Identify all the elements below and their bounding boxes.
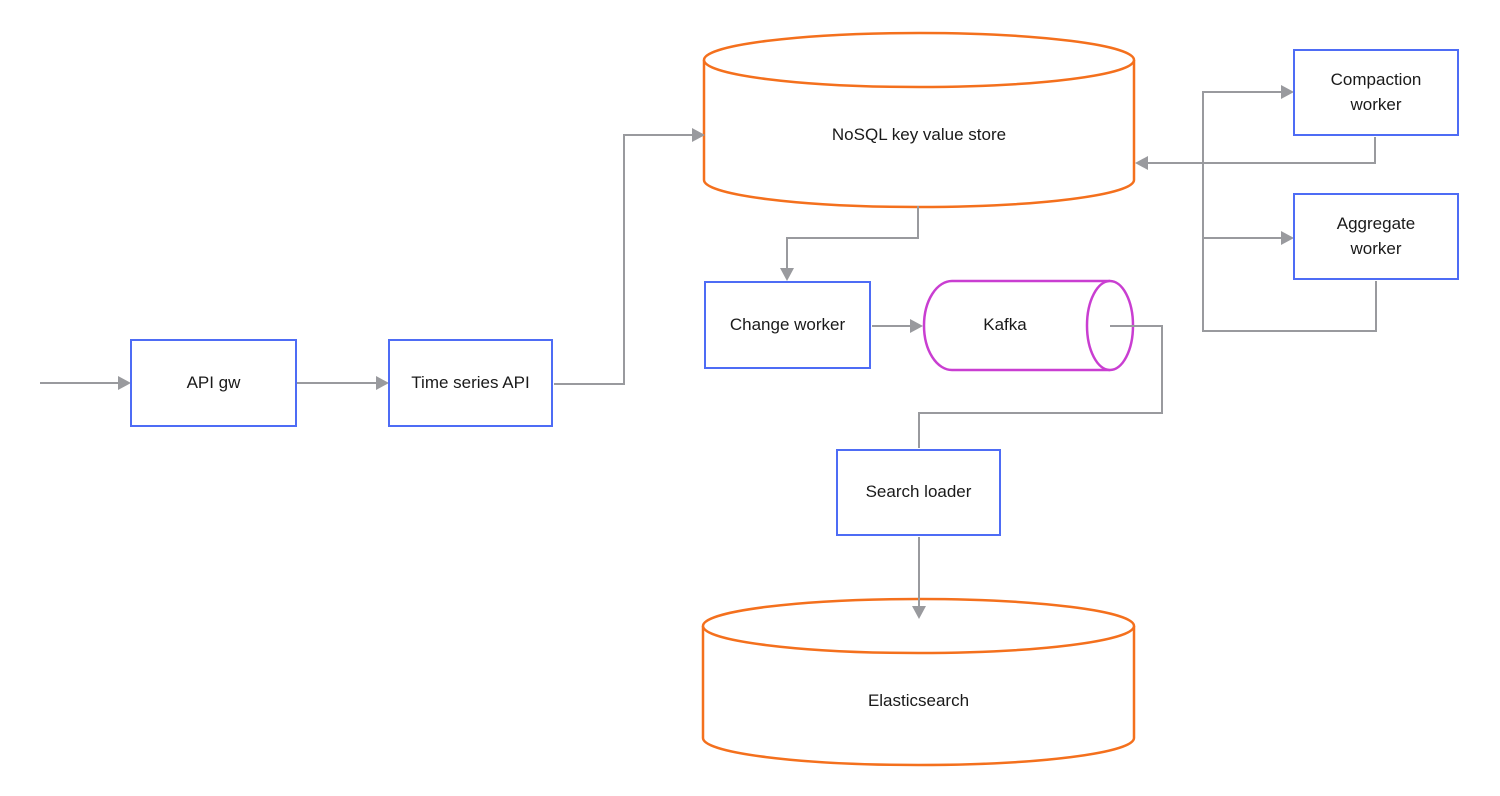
elasticsearch-cylinder-shape — [701, 597, 1136, 767]
node-aggregate-worker: Aggregate worker — [1293, 193, 1459, 280]
node-compaction-worker: Compaction worker — [1293, 49, 1459, 136]
edge-compaction-to-nosql — [1148, 137, 1376, 164]
node-api-gw-label: API gw — [186, 372, 241, 392]
kafka-cylinder-shape — [922, 279, 1135, 372]
edge-kafka-to-searchloader — [918, 325, 1163, 448]
node-change-worker-label: Change worker — [729, 314, 846, 334]
node-kafka-label: Kafka — [983, 315, 1027, 334]
arrowhead-into-elasticsearch — [912, 606, 926, 619]
arrowhead-into-nosql-right — [1135, 156, 1148, 170]
node-change-worker: Change worker — [704, 281, 871, 369]
node-time-series-api: Time series API — [388, 339, 553, 427]
arrowhead-into-apigw — [118, 376, 131, 390]
node-aggregate-worker-label: Aggregate worker — [1336, 213, 1416, 258]
node-api-gw: API gw — [130, 339, 297, 427]
arrowhead-into-timeseries — [376, 376, 389, 390]
edge-timeseries-to-nosql — [554, 134, 692, 385]
arrowhead-into-kafka — [910, 319, 923, 333]
edge-nosql-to-changeworker — [786, 206, 919, 268]
node-time-series-api-label: Time series API — [411, 372, 530, 392]
nosql-cylinder-shape — [702, 31, 1136, 209]
arrowhead-into-aggregate — [1281, 231, 1294, 245]
node-compaction-worker-label: Compaction worker — [1330, 69, 1422, 114]
node-elasticsearch-label: Elasticsearch — [867, 691, 970, 710]
node-search-loader: Search loader — [836, 449, 1001, 536]
arrowhead-into-nosql-left — [692, 128, 705, 142]
node-nosql-store-label: NoSQL key value store — [831, 125, 1007, 144]
arrowhead-into-compaction — [1281, 85, 1294, 99]
arrowhead-into-changeworker — [780, 268, 794, 281]
node-search-loader-label: Search loader — [865, 482, 972, 502]
edge-aggregate-loop-to-compaction — [1202, 91, 1377, 332]
